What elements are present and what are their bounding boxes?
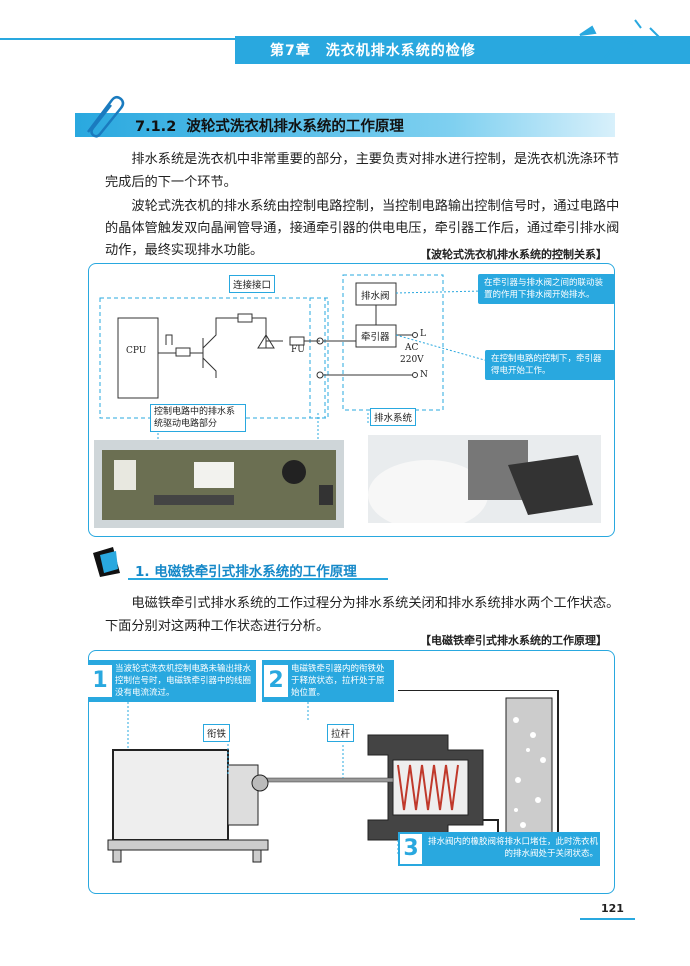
label-l: L: [420, 329, 426, 339]
label-drain-system: 排水系统: [370, 408, 417, 426]
label-armature: 衔铁: [203, 724, 231, 742]
subsection-number: 1.: [135, 564, 150, 580]
label-ac: AC: [405, 343, 419, 353]
subsection-underline: [128, 578, 388, 580]
section-number: 7.1.2: [135, 119, 177, 135]
subsection-paragraph: 电磁铁牵引式排水系统的工作过程分为排水系统关闭和排水系统排水两个工作状态。下面分…: [105, 596, 620, 634]
subsection-title: 1. 电磁铁牵引式排水系统的工作原理: [135, 560, 357, 580]
note-top: 在牵引器与排水阀之间的联动装置的作用下排水阀开始排水。: [478, 274, 615, 304]
step1-number: 1: [88, 665, 112, 697]
subsection-marker-icon: [93, 547, 120, 577]
paragraph-2: 波轮式洗衣机的排水系统由控制电路控制，当控制电路输出控制信号时，通过电路中的晶体…: [105, 199, 620, 258]
subsection-title-text: 电磁铁牵引式排水系统的工作原理: [154, 564, 357, 580]
section-title-text: 波轮式洗衣机排水系统的工作原理: [186, 119, 404, 135]
label-tractor: 牵引器: [361, 332, 390, 343]
decorative-pins-icon: [539, 19, 661, 59]
step2-number: 2: [264, 665, 288, 697]
drain-valve-photo: [368, 435, 601, 523]
chapter-title: 第7章 洗衣机排水系统的检修: [270, 43, 476, 59]
label-n: N: [420, 370, 428, 380]
figure1-caption: 【波轮式洗衣机排水系统的控制关系】: [420, 248, 607, 261]
note-right: 在控制电路的控制下，牵引器得电开始工作。: [485, 350, 615, 380]
label-control-circuit: 控制电路中的排水系统驱动电路部分: [150, 404, 246, 432]
paragraph-1: 排水系统是洗衣机中非常重要的部分，主要负责对排水进行控制，是洗衣机洗涤环节完成后…: [105, 152, 620, 190]
label-drain-valve: 排水阀: [361, 291, 390, 302]
label-voltage: 220V: [400, 355, 424, 365]
control-board-photo: [94, 440, 344, 528]
step1-text: 当波轮式洗衣机控制电路未输出排水控制信号时，电磁铁牵引器中的线圈没有电流流过。: [115, 663, 253, 699]
label-rod: 拉杆: [327, 724, 355, 742]
page-number-underline: [580, 908, 635, 920]
header-bar: [235, 36, 690, 64]
step3-text: 排水阀内的橡胶阀将排水口堵住，此时洗衣机的排水阀处于关闭状态。: [426, 836, 598, 860]
step2-text: 电磁铁牵引器内的衔铁处于释放状态，拉杆处于原始位置。: [291, 663, 391, 699]
label-cpu: CPU: [126, 346, 147, 356]
paperclip-icon: [87, 96, 125, 138]
label-fu: FU: [291, 345, 305, 355]
section-heading-bar: [75, 113, 615, 137]
section-title: 7.1.2 波轮式洗衣机排水系统的工作原理: [135, 115, 404, 136]
step3-number: 3: [400, 834, 422, 864]
figure2-caption: 【电磁铁牵引式排水系统的工作原理】: [420, 634, 607, 647]
figure2-mechanism-diagram: [107, 690, 559, 866]
label-interface: 连接接口: [229, 275, 276, 293]
page-number: 121: [601, 902, 624, 915]
